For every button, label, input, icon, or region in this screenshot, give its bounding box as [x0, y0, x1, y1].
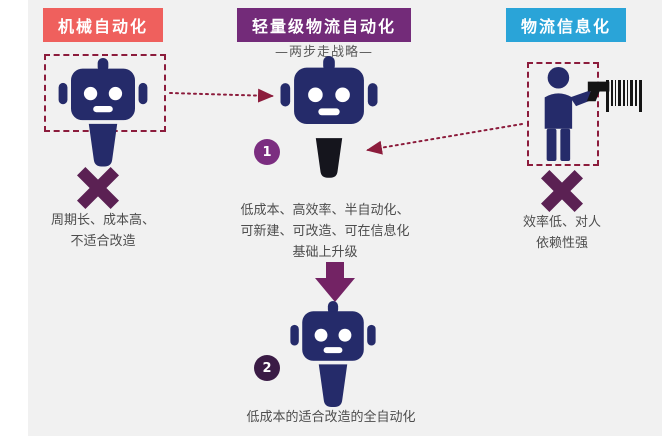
- robot-icon-full-automation: [290, 301, 376, 407]
- barcode-icon: [606, 80, 642, 112]
- right-column-text: 效率低、对人 依赖性强: [523, 212, 601, 254]
- center-text-line1: 低成本、高效率、半自动化、: [240, 203, 410, 218]
- right-dashed-frame: [527, 62, 599, 166]
- center-column-text: 低成本、高效率、半自动化、 可新建、可改造、可在信息化 基础上升级: [240, 200, 409, 263]
- x-mark-icon-right: [541, 170, 583, 212]
- right-text-line2: 依赖性强: [535, 236, 589, 251]
- step-1-badge: 1: [254, 139, 280, 165]
- left-text-line2: 不适合改造: [70, 234, 136, 249]
- bottom-caption: 低成本的适合改造的全自动化: [246, 410, 416, 425]
- robot-icon-mechanical: [58, 58, 148, 167]
- robot-icon-lightweight: [280, 56, 378, 178]
- x-mark-icon-left: [77, 167, 119, 209]
- header-lightweight-logistics-automation: 轻量级物流自动化: [236, 8, 412, 42]
- down-arrow-icon: [312, 262, 358, 302]
- center-text-line2: 可新建、可改造、可在信息化: [240, 224, 410, 239]
- right-text-line1: 效率低、对人: [522, 215, 602, 230]
- left-column-text: 周期长、成本高、 不适合改造: [51, 210, 155, 252]
- step-2-badge: 2: [254, 355, 280, 381]
- subtitle-two-step-strategy: —两步走战略—: [274, 45, 374, 60]
- center-text-line3: 基础上升级: [292, 245, 358, 260]
- left-text-line1: 周期长、成本高、: [50, 213, 156, 228]
- header-logistics-informatization: 物流信息化: [505, 8, 627, 42]
- header-mechanical-automation: 机械自动化: [42, 8, 164, 42]
